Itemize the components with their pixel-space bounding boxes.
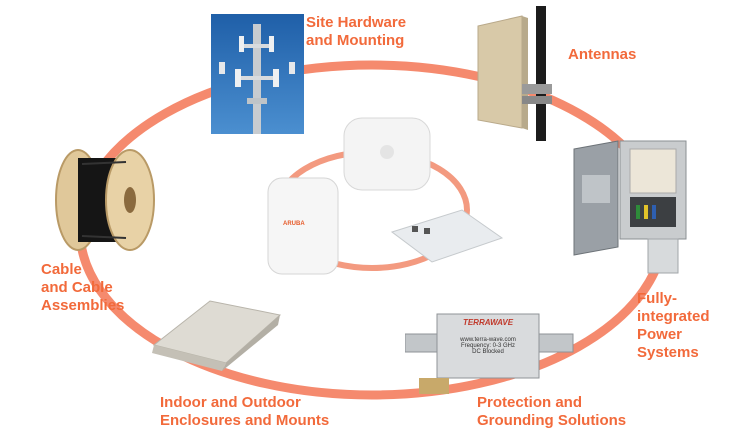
label-antennas: Antennas: [568, 46, 637, 63]
cell-tower-photo-icon: [211, 14, 304, 134]
label-cable: Cable and Cable Assemblies: [41, 261, 125, 314]
surge-protector-icon: [405, 313, 574, 394]
label-protection: Protection and Grounding Solutions: [477, 394, 627, 429]
access-point-icon: [343, 117, 431, 191]
label-enclosures: Indoor and Outdoor Enclosures and Mounts: [160, 394, 330, 429]
surge-brand-text: TERRAWAVE: [462, 318, 514, 327]
outdoor-unit-icon: [390, 209, 504, 263]
cable-spool-icon: [55, 149, 155, 251]
surge-dc-text: DC Blocked: [472, 349, 504, 355]
panel-antenna-icon: [477, 6, 552, 141]
surge-label-block: TERRAWAVE www.terra-wave.com Frequency: …: [447, 318, 529, 378]
ceiling-enclosure-icon: [152, 300, 282, 371]
label-power: Fully- integrated Power Systems: [637, 290, 710, 361]
ap-brand-text: ARUBA: [283, 221, 305, 227]
label-site-hardware: Site Hardware and Mounting: [306, 14, 407, 49]
surge-frequency-text: Frequency: 0-3 GHz: [460, 343, 516, 349]
surge-url-text: www.terra-wave.com: [460, 337, 516, 343]
access-point-icon-2: [267, 177, 339, 275]
power-enclosure-icon: [573, 140, 687, 274]
access-point-cluster: [267, 117, 504, 275]
